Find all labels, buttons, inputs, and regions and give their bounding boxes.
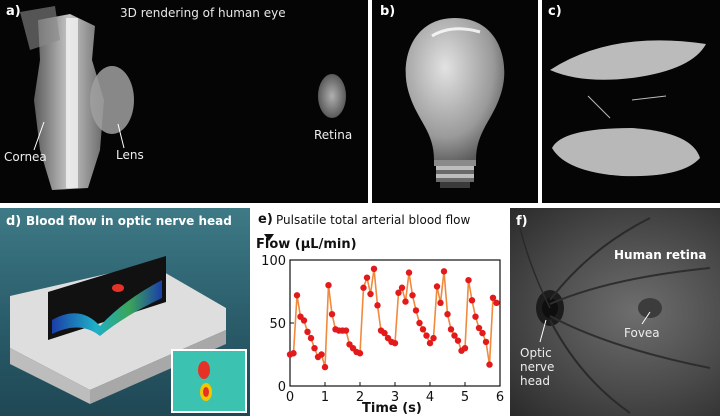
- data-point: [465, 276, 472, 284]
- data-point: [468, 297, 476, 304]
- data-point: [381, 329, 388, 337]
- data-point: [451, 332, 458, 339]
- x-axis-label: Time (s): [362, 401, 422, 416]
- data-point: [293, 292, 301, 299]
- panel-b-label: b): [380, 4, 396, 19]
- light-bulb-image: [405, 18, 505, 188]
- data-point: [367, 290, 374, 298]
- optic-nerve-flow-image: [10, 256, 247, 413]
- data-point: [395, 289, 402, 296]
- panel-c-label: c): [548, 4, 562, 19]
- data-point: [486, 361, 493, 368]
- data-point: [454, 337, 462, 344]
- lens-rendering-image: [550, 40, 706, 177]
- data-point: [444, 310, 451, 318]
- panel-a-eye-rendering: a) 3D rendering of human eye Cornea Lens…: [0, 0, 368, 203]
- data-point: [493, 299, 500, 307]
- data-point: [356, 350, 364, 357]
- data-point: [325, 282, 332, 289]
- data-point: [412, 307, 420, 314]
- data-point: [472, 313, 479, 320]
- data-point: [437, 299, 444, 307]
- data-point: [318, 351, 325, 358]
- y-tick-label: 100: [261, 254, 286, 269]
- y-tick-label: 0: [278, 380, 286, 395]
- data-point: [311, 345, 318, 352]
- data-point: [423, 332, 430, 339]
- panel-b-bulb-image: b): [372, 0, 538, 203]
- panel-d-title: Blood flow in optic nerve head: [26, 214, 232, 228]
- panel-d-label: d): [6, 214, 22, 229]
- data-point: [419, 326, 427, 333]
- flow-chart-svg: Flow (µL/min) Time (s) 0 50 100 0 1 2 3 4 5 6: [256, 234, 504, 416]
- x-tick-label: 5: [461, 390, 469, 405]
- data-point: [461, 345, 469, 352]
- y-axis-label: Flow (µL/min): [256, 237, 357, 252]
- x-tick-label: 6: [496, 390, 504, 405]
- chart-plot-area: 0 50 100 0 1 2 3 4 5 6: [261, 254, 504, 405]
- panel-f-title: Human retina: [614, 248, 707, 262]
- lens-label: Lens: [116, 148, 144, 162]
- data-point: [416, 319, 423, 327]
- optic-nerve-head-label-2: nerve: [520, 360, 555, 374]
- data-point: [489, 294, 497, 301]
- panel-f-retina: f) Human retina Fovea Optic nerve head: [510, 208, 720, 416]
- data-point: [374, 302, 381, 309]
- data-point: [433, 283, 441, 290]
- data-point: [391, 339, 399, 347]
- data-point: [370, 265, 378, 273]
- data-point: [300, 317, 308, 324]
- y-tick-label: 50: [269, 317, 286, 332]
- panel-d-blood-flow: d) Blood flow in optic nerve head: [0, 208, 250, 416]
- x-tick-label: 0: [286, 390, 294, 405]
- data-point: [475, 324, 483, 332]
- panel-e-label: e): [258, 212, 273, 227]
- retina-label: Retina: [314, 128, 353, 142]
- panel-e-chart: e) Pulsatile total arterial blood flow F…: [252, 208, 508, 416]
- data-point: [426, 339, 434, 347]
- data-point: [447, 326, 455, 333]
- x-tick-label: 1: [321, 390, 329, 405]
- data-point: [440, 268, 448, 275]
- data-point: [360, 284, 367, 291]
- panel-a-label: a): [6, 4, 21, 19]
- data-point: [363, 274, 371, 281]
- optic-nerve-head-label-3: head: [520, 374, 550, 388]
- data-point: [430, 334, 437, 342]
- panel-c-lens-image: c): [542, 0, 720, 203]
- eye-rendering-image: [20, 6, 346, 190]
- y-axis-arrow-icon: [264, 234, 274, 241]
- optic-nerve-head-label-1: Optic: [520, 346, 552, 360]
- data-point: [398, 284, 406, 291]
- data-point: [304, 328, 311, 336]
- data-point: [482, 338, 490, 346]
- panel-a-title: 3D rendering of human eye: [120, 6, 286, 20]
- cornea-label: Cornea: [4, 150, 47, 164]
- data-point: [402, 298, 409, 305]
- fovea-label: Fovea: [624, 326, 660, 340]
- panel-f-label: f): [516, 214, 528, 229]
- retina-fundus-image: [519, 217, 711, 414]
- chart-title: Pulsatile total arterial blood flow: [276, 213, 471, 227]
- data-point: [342, 327, 350, 334]
- x-tick-label: 4: [426, 390, 434, 405]
- data-point: [409, 292, 416, 299]
- data-point: [307, 334, 315, 342]
- x-tick-label: 2: [356, 390, 364, 405]
- data-point: [321, 363, 329, 371]
- data-point: [290, 350, 297, 357]
- data-point: [405, 269, 413, 276]
- x-tick-label: 3: [391, 390, 399, 405]
- data-point: [328, 310, 336, 318]
- data-point: [479, 329, 486, 337]
